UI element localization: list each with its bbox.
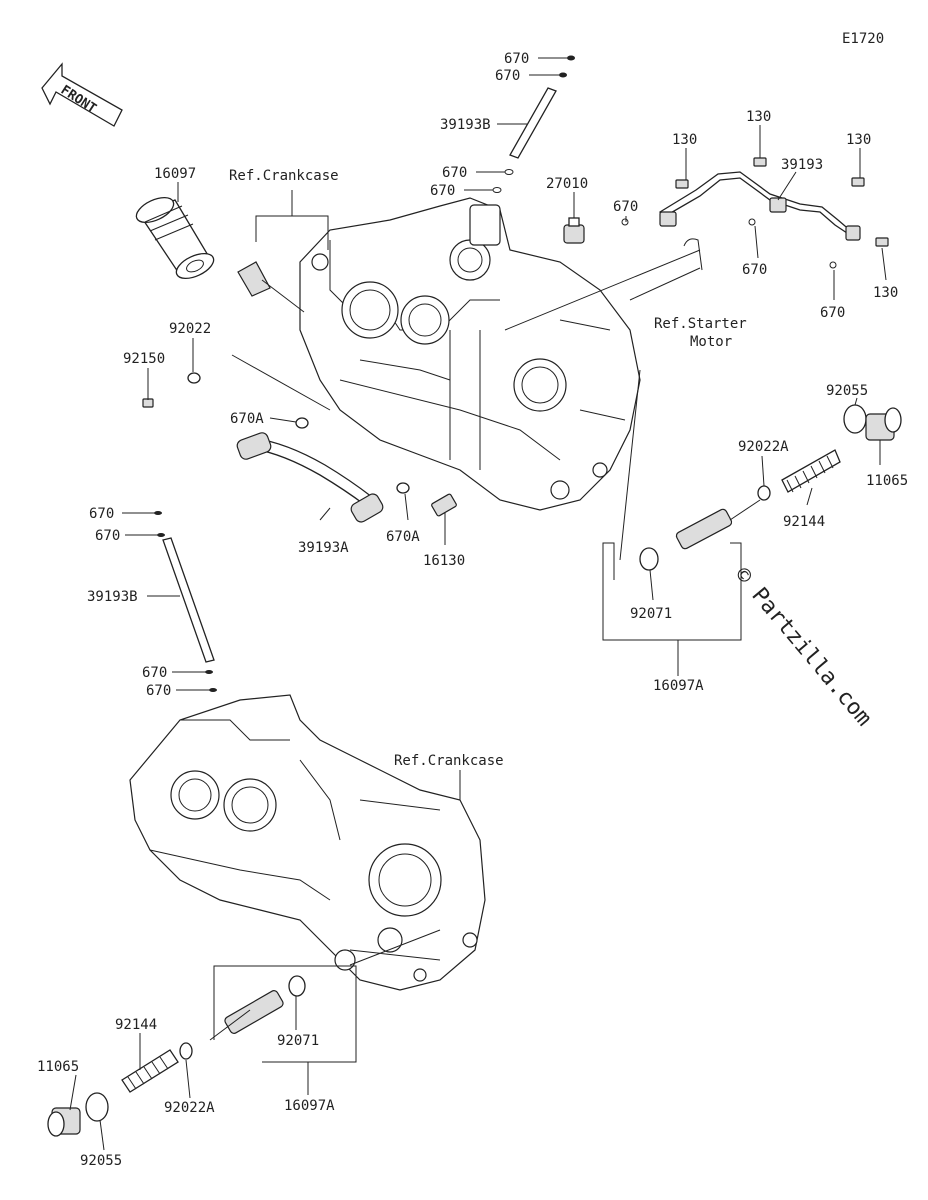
washer-92022 <box>187 372 201 384</box>
relief-valve-left <box>47 975 306 1137</box>
label-130-d: 130 <box>873 285 898 301</box>
label-670-k: 670 <box>146 683 171 699</box>
label-130-c: 130 <box>846 132 871 148</box>
label-39193: 39193 <box>781 157 823 173</box>
oil-pipe-39193B-left <box>162 537 215 663</box>
lower-crankcase-drawing <box>129 694 486 991</box>
label-670-f: 670 <box>742 262 767 278</box>
front-arrow-icon: FRONT <box>41 62 123 127</box>
label-92055-right: 92055 <box>826 383 868 399</box>
label-11065-left: 11065 <box>37 1059 79 1075</box>
label-11065-right: 11065 <box>866 473 908 489</box>
label-27010: 27010 <box>546 176 588 192</box>
label-92055-left: 92055 <box>80 1153 122 1169</box>
label-670-a: 670 <box>504 51 529 67</box>
label-92144-right: 92144 <box>783 514 825 530</box>
oil-filter-16097 <box>135 196 215 280</box>
label-92144-left: 92144 <box>115 1017 157 1033</box>
label-670-e: 670 <box>613 199 638 215</box>
label-670-h: 670 <box>89 506 114 522</box>
oil-pipe-39193 <box>659 171 861 271</box>
ref-crankcase-bottom: Ref.Crankcase <box>394 753 504 769</box>
label-16097A-left: 16097A <box>284 1098 335 1114</box>
label-670-i: 670 <box>95 528 120 544</box>
label-39193B-top: 39193B <box>440 117 491 133</box>
oil-pressure-switch-27010 <box>563 217 585 244</box>
spring-92144-right <box>781 449 841 493</box>
label-92022A-right: 92022A <box>738 439 789 455</box>
ref-starter-line1: Ref.Starter <box>654 316 747 332</box>
plug-11065-left <box>47 1107 81 1137</box>
leader-lines <box>69 57 887 1151</box>
label-670A-b: 670A <box>386 529 420 545</box>
label-16130: 16130 <box>423 553 465 569</box>
label-92022A-left: 92022A <box>164 1100 215 1116</box>
label-670-d: 670 <box>430 183 455 199</box>
bolt-16130 <box>431 493 457 517</box>
label-92022: 92022 <box>169 321 211 337</box>
oil-pipe-39193B-top <box>509 87 557 159</box>
plug-11065-right <box>865 407 902 441</box>
label-39193A: 39193A <box>298 540 349 556</box>
bolt-92150 <box>142 398 154 408</box>
label-130-b: 130 <box>746 109 771 125</box>
watermark: © Partzilla.com <box>729 563 876 731</box>
ref-starter-line2: Motor <box>690 334 732 350</box>
label-670-j: 670 <box>142 665 167 681</box>
label-92071-left: 92071 <box>277 1033 319 1049</box>
spring-92144-left <box>121 1049 179 1093</box>
label-16097A-right: 16097A <box>653 678 704 694</box>
filter-nipple <box>237 261 271 297</box>
ref-crankcase-top: Ref.Crankcase <box>229 168 339 184</box>
label-670A-a: 670A <box>230 411 264 427</box>
diagram-code: E1720 <box>842 31 884 47</box>
watermark-text: © Partzilla.com <box>729 563 876 731</box>
label-92071-right: 92071 <box>630 606 672 622</box>
o-ring-670A-icons <box>295 417 410 494</box>
upper-crankcase-drawing <box>299 197 641 511</box>
label-670-b: 670 <box>495 68 520 84</box>
label-16097: 16097 <box>154 166 196 182</box>
oil-hose-39193A <box>236 432 384 523</box>
label-670-c: 670 <box>442 165 467 181</box>
label-39193B-left: 39193B <box>87 589 138 605</box>
label-92150: 92150 <box>123 351 165 367</box>
relief-valve-right <box>639 404 902 571</box>
bolt-130-icons <box>675 157 889 247</box>
label-670-g: 670 <box>820 305 845 321</box>
part-labels: 670 670 39193B 670 670 27010 130 130 130… <box>37 51 908 1169</box>
guide-lines <box>209 249 761 1041</box>
label-130-a: 130 <box>672 132 697 148</box>
